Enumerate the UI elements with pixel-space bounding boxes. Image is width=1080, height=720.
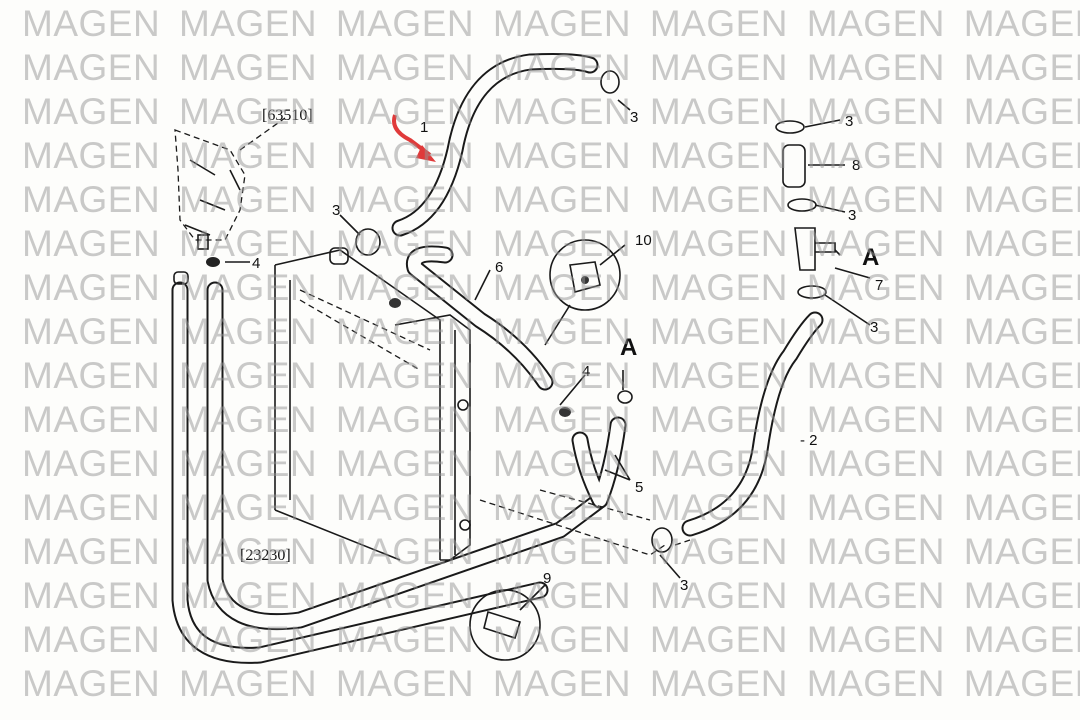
short-hose-8 — [782, 144, 806, 188]
engine-block-sketch — [174, 117, 286, 250]
label-3: 3 — [870, 319, 878, 336]
label-4: 4 — [582, 363, 590, 380]
label-10: 10 — [635, 232, 652, 249]
label-3: 3 — [845, 113, 853, 130]
detail-9 — [469, 589, 541, 661]
label-4: 4 — [252, 255, 260, 272]
label-3: 3 — [630, 109, 638, 126]
label-5: 5 — [635, 479, 643, 496]
label-3: 3 — [332, 202, 340, 219]
label-a: A — [620, 334, 637, 361]
label-9: 9 — [543, 570, 551, 587]
label-a: A — [862, 244, 879, 271]
label-3: 3 — [680, 577, 688, 594]
lower-hose-2 — [681, 311, 824, 537]
label-3: 3 — [848, 207, 856, 224]
label-8: 8 — [852, 157, 860, 174]
label-7: 7 — [875, 277, 883, 294]
label-6: 6 — [495, 259, 503, 276]
hose-6 — [405, 245, 554, 391]
upper-hose-1 — [391, 52, 599, 237]
red-arrow-icon — [392, 114, 432, 157]
ref-23230: [23230] — [240, 547, 291, 564]
detail-10 — [544, 239, 621, 346]
ref-63510: [63510] — [262, 107, 313, 124]
left-pipes — [171, 257, 609, 664]
label-2: - 2 — [800, 432, 818, 449]
label-1: 1 — [420, 119, 428, 136]
tee-fitting-7 — [794, 227, 836, 271]
hoses-5 — [571, 416, 627, 509]
